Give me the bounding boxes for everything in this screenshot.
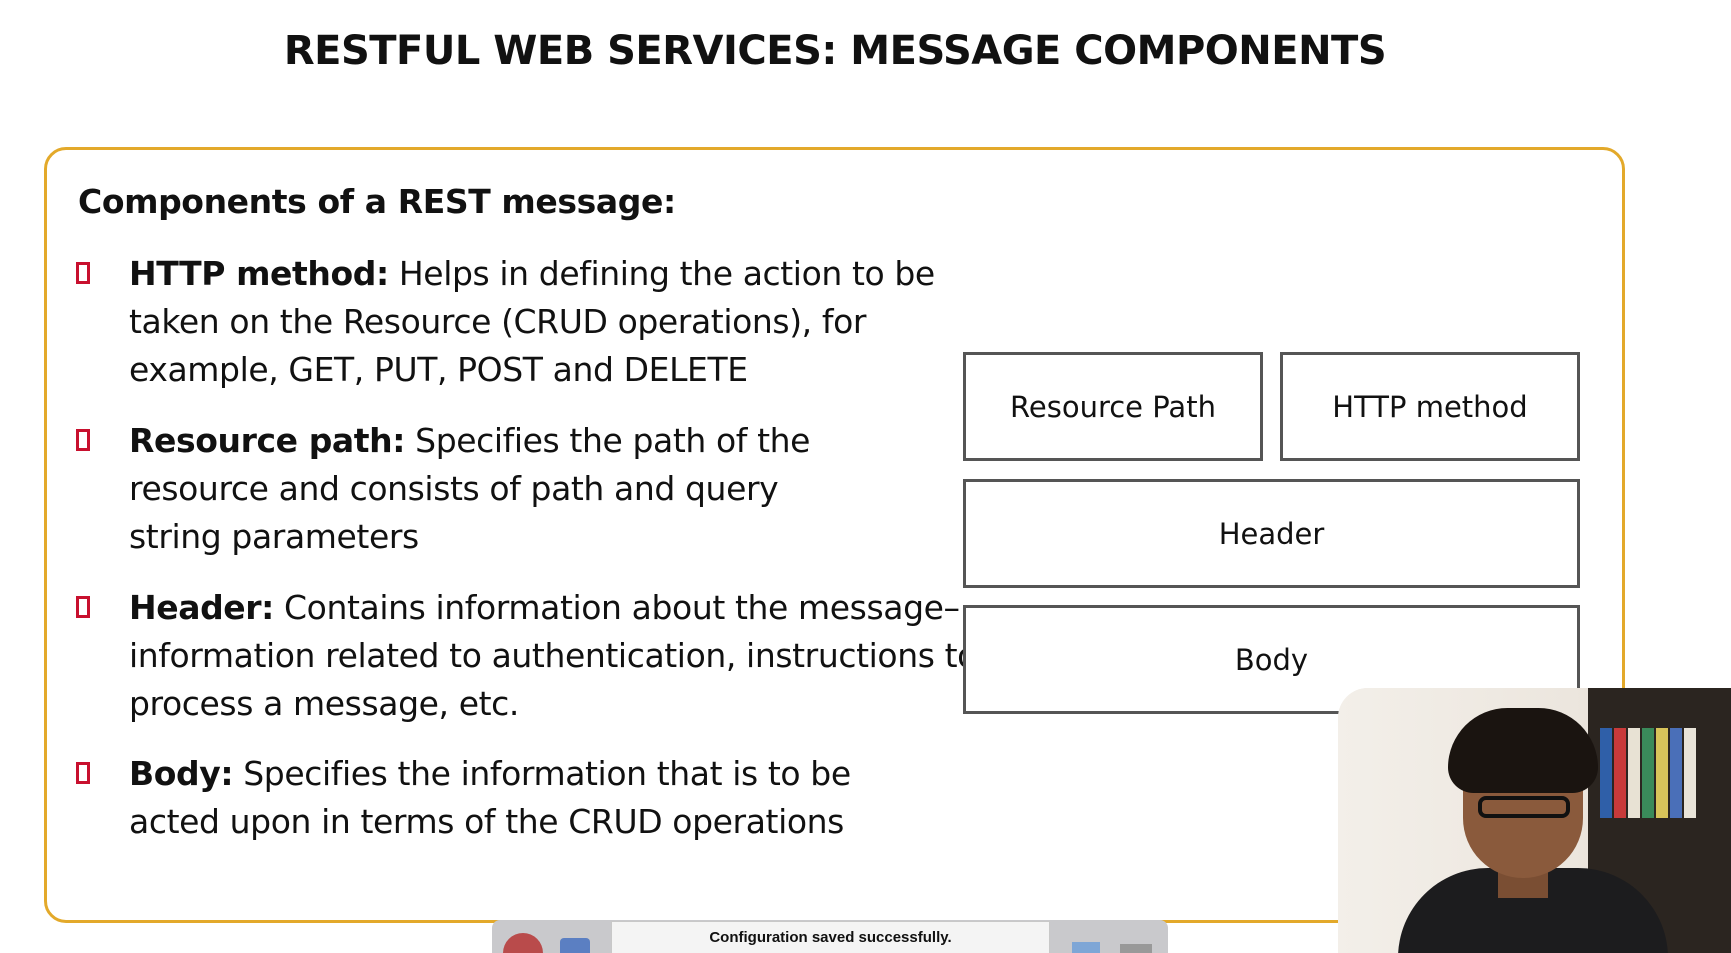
bullet-marker-icon	[76, 762, 90, 784]
bullet-term: Body:	[129, 754, 234, 793]
diagram-resource-path-box: Resource Path	[963, 352, 1263, 461]
bullet-description: Specifies the path of the resource and c…	[129, 421, 811, 556]
app-icon[interactable]	[560, 938, 590, 953]
bullet-description: Contains information about the message–i…	[129, 588, 977, 723]
slide-title: RESTFUL WEB SERVICES: MESSAGE COMPONENTS	[283, 28, 1387, 74]
book	[1628, 728, 1640, 818]
bullet-text: Body: Specifies the information that is …	[129, 750, 889, 846]
bullet-marker-icon	[76, 429, 90, 451]
bullet-description: Specifies the information that is to be …	[129, 754, 851, 841]
diagram-header-box: Header	[963, 479, 1580, 588]
bullet-marker-icon	[76, 262, 90, 284]
bullet-term: Header:	[129, 588, 274, 627]
diagram-http-method-box: HTTP method	[1280, 352, 1580, 461]
app-icon[interactable]	[1120, 944, 1152, 953]
presenter-hair	[1448, 708, 1598, 793]
book	[1614, 728, 1626, 818]
status-toast: Configuration saved successfully.	[611, 921, 1050, 953]
panel-heading: Components of a REST message:	[78, 182, 676, 221]
app-icon[interactable]	[1072, 942, 1100, 953]
book	[1600, 728, 1612, 818]
book	[1656, 728, 1668, 818]
app-icon[interactable]	[503, 933, 543, 953]
book	[1670, 728, 1682, 818]
bullet-term: Resource path:	[129, 421, 406, 460]
bullet-description: Helps in defining the action to be taken…	[129, 254, 935, 389]
presenter-glasses	[1478, 796, 1570, 818]
bullet-term: HTTP method:	[129, 254, 389, 293]
bullet-text: Resource path: Specifies the path of the…	[129, 417, 829, 561]
bullet-text: HTTP method: Helps in defining the actio…	[129, 250, 989, 394]
bullet-marker-icon	[76, 596, 90, 618]
book	[1642, 728, 1654, 818]
presenter-webcam-overlay	[1338, 688, 1731, 953]
book	[1684, 728, 1696, 818]
bullet-text: Header: Contains information about the m…	[129, 584, 989, 728]
